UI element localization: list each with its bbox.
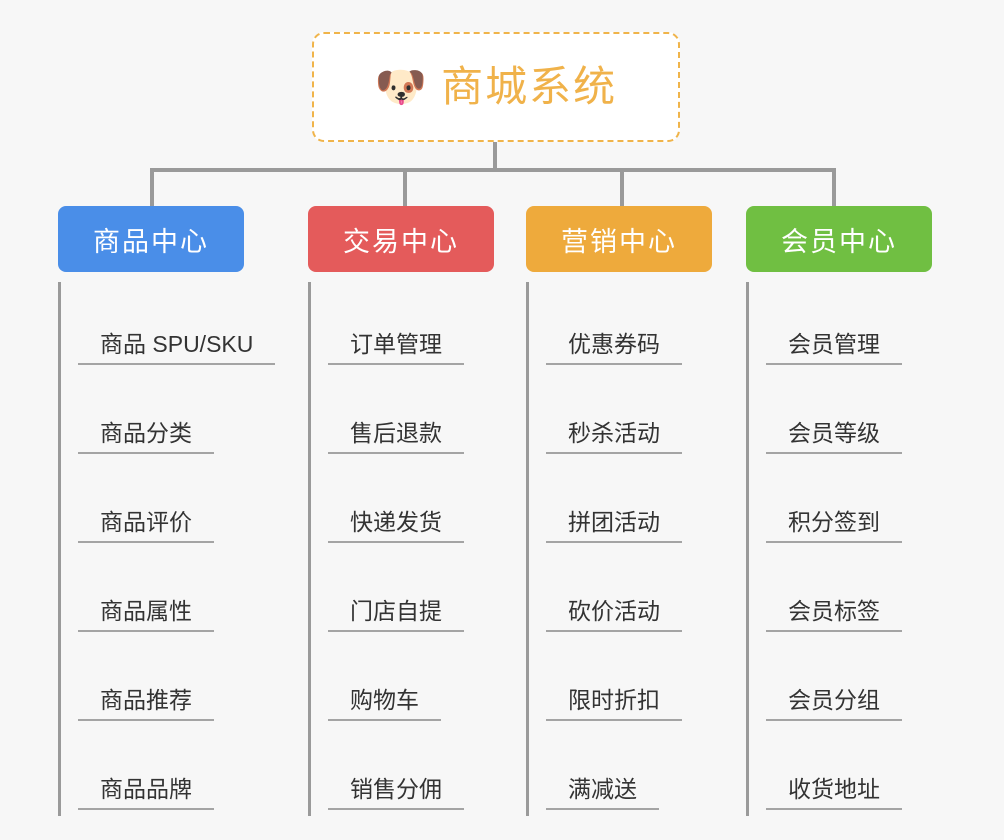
list-item[interactable]: 会员标签 [766, 549, 932, 638]
connector-drop-product-center [150, 168, 154, 212]
leaf-label: 会员等级 [766, 420, 902, 454]
list-item[interactable]: 秒杀活动 [546, 371, 712, 460]
leaf-label: 商品推荐 [78, 687, 214, 721]
leaf-label: 秒杀活动 [546, 420, 682, 454]
branch-header-product-center[interactable]: 商品中心 [58, 206, 244, 272]
leaf-label: 销售分佣 [328, 776, 464, 810]
branch-product-center: 商品中心 商品 SPU/SKU 商品分类 商品评价 商品属性 商品推荐 商品品牌 [58, 206, 276, 816]
leaf-list-product-center: 商品 SPU/SKU 商品分类 商品评价 商品属性 商品推荐 商品品牌 [58, 282, 276, 816]
leaf-label: 快递发货 [328, 509, 464, 543]
branch-title: 交易中心 [343, 226, 459, 257]
branch-member-center: 会员中心 会员管理 会员等级 积分签到 会员标签 会员分组 收货地址 [746, 206, 932, 816]
leaf-label: 商品属性 [78, 598, 214, 632]
list-item[interactable]: 商品属性 [78, 549, 275, 638]
connector-horizontal-bus [150, 168, 836, 172]
branch-header-marketing-center[interactable]: 营销中心 [526, 206, 712, 272]
leaf-label: 门店自提 [328, 598, 464, 632]
list-item[interactable]: 收货地址 [766, 727, 932, 816]
leaf-label: 砍价活动 [546, 598, 682, 632]
branch-title: 会员中心 [781, 226, 897, 257]
list-item[interactable]: 销售分佣 [328, 727, 494, 816]
list-item[interactable]: 砍价活动 [546, 549, 712, 638]
branch-header-member-center[interactable]: 会员中心 [746, 206, 932, 272]
list-item[interactable]: 商品推荐 [78, 638, 275, 727]
branch-marketing-center: 营销中心 优惠券码 秒杀活动 拼团活动 砍价活动 限时折扣 满减送 [526, 206, 712, 816]
leaf-label: 订单管理 [328, 331, 464, 365]
list-item[interactable]: 拼团活动 [546, 460, 712, 549]
leaf-label: 商品 SPU/SKU [78, 331, 276, 365]
list-item[interactable]: 商品分类 [78, 371, 275, 460]
branch-title: 营销中心 [561, 226, 677, 257]
branch-title: 商品中心 [93, 226, 209, 257]
list-item[interactable]: 售后退款 [328, 371, 494, 460]
leaf-label: 会员管理 [766, 331, 902, 365]
leaf-label: 积分签到 [766, 509, 902, 543]
leaf-label: 会员标签 [766, 598, 902, 632]
list-item[interactable]: 商品品牌 [78, 727, 275, 816]
list-item[interactable]: 购物车 [328, 638, 494, 727]
leaf-label: 购物车 [328, 687, 441, 721]
list-item[interactable]: 积分签到 [766, 460, 932, 549]
connector-drop-member-center [832, 168, 836, 212]
branch-trade-center: 交易中心 订单管理 售后退款 快递发货 门店自提 购物车 销售分佣 [308, 206, 494, 816]
leaf-label: 售后退款 [328, 420, 464, 454]
leaf-label: 收货地址 [766, 776, 902, 810]
leaf-label: 商品分类 [78, 420, 214, 454]
leaf-label: 商品评价 [78, 509, 214, 543]
leaf-label: 满减送 [546, 776, 659, 810]
leaf-list-marketing-center: 优惠券码 秒杀活动 拼团活动 砍价活动 限时折扣 满减送 [526, 282, 712, 816]
root-node[interactable]: 🐶 商城系统 [312, 32, 680, 142]
connector-drop-marketing-center [620, 168, 624, 212]
list-item[interactable]: 会员分组 [766, 638, 932, 727]
list-item[interactable]: 优惠券码 [546, 282, 712, 371]
list-item[interactable]: 限时折扣 [546, 638, 712, 727]
leaf-list-trade-center: 订单管理 售后退款 快递发货 门店自提 购物车 销售分佣 [308, 282, 494, 816]
list-item[interactable]: 会员管理 [766, 282, 932, 371]
leaf-label: 会员分组 [766, 687, 902, 721]
leaf-label: 商品品牌 [78, 776, 214, 810]
list-item[interactable]: 快递发货 [328, 460, 494, 549]
leaf-label: 优惠券码 [546, 331, 682, 365]
dog-face-icon: 🐶 [374, 63, 428, 110]
list-item[interactable]: 订单管理 [328, 282, 494, 371]
list-item[interactable]: 会员等级 [766, 371, 932, 460]
list-item[interactable]: 满减送 [546, 727, 712, 816]
leaf-label: 拼团活动 [546, 509, 682, 543]
list-item[interactable]: 门店自提 [328, 549, 494, 638]
branch-header-trade-center[interactable]: 交易中心 [308, 206, 494, 272]
connector-drop-trade-center [403, 168, 407, 212]
leaf-label: 限时折扣 [546, 687, 682, 721]
root-title: 商城系统 [441, 63, 618, 110]
list-item[interactable]: 商品评价 [78, 460, 275, 549]
connector-root-stem [493, 142, 497, 170]
leaf-list-member-center: 会员管理 会员等级 积分签到 会员标签 会员分组 收货地址 [746, 282, 932, 816]
list-item[interactable]: 商品 SPU/SKU [78, 282, 276, 371]
